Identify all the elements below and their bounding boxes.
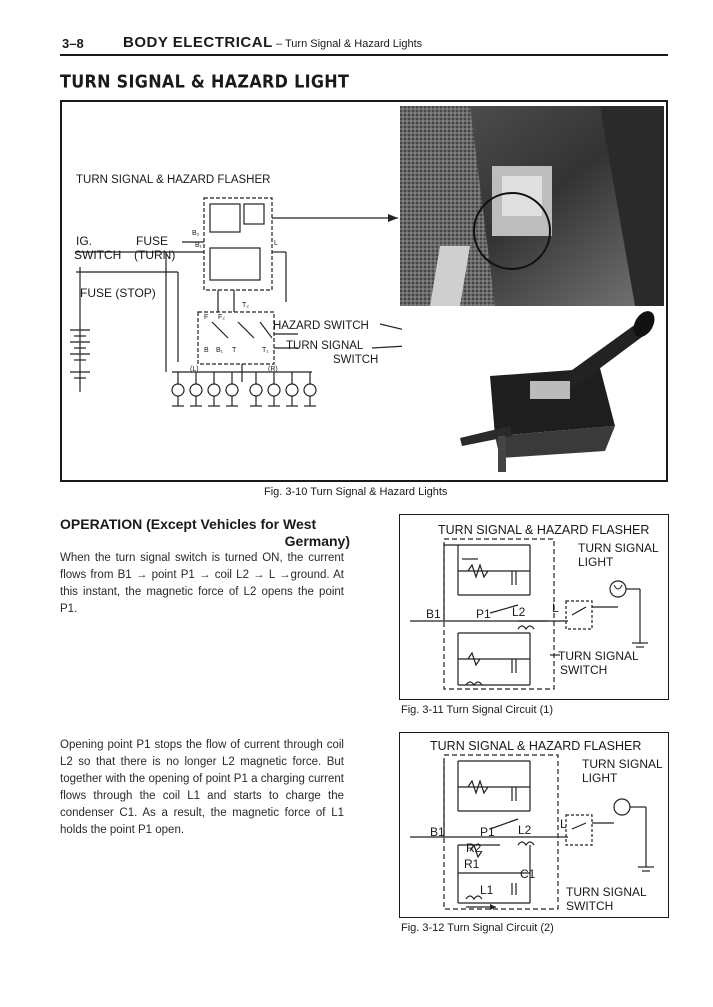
flasher-photo [400,106,664,478]
terminal-b1: B₁ [195,242,203,249]
terminal-t1: T₁ [262,347,269,354]
label-fuse-stop: FUSE (STOP) [80,286,156,300]
turn-signal-circuit-1 [410,538,648,690]
label-left-lamps: (L) [190,366,199,373]
circuit1-switch-label-2: SWITCH [560,663,608,677]
terminal-t2: T₂ [242,302,249,309]
circuit2-switch-label-2: SWITCH [566,899,614,913]
circuit1-l-label: L [552,601,559,615]
circuit2-flasher-label: TURN SIGNAL & HAZARD FLASHER [430,739,642,753]
turn-signal-circuit-2 [410,754,654,910]
figure-3-10: TURN SIGNAL & HAZARD FLASHER IG. FUSE SW… [60,100,668,482]
circuit2-l1-label: L1 [480,883,494,897]
circuit2-p1-label: P1 [480,825,495,839]
page-number: 3–8 [62,36,84,51]
terminal-f: F [204,314,209,321]
label-fuse: FUSE [136,234,169,248]
figure-3-11: TURN SIGNAL & HAZARD FLASHER TURN SIGNAL… [399,514,669,700]
figure-3-11-caption: Fig. 3-11 Turn Signal Circuit (1) [401,704,554,716]
operation-heading: OPERATION (Except Vehicles for West Germ… [60,516,350,550]
terminal-l: L [274,240,278,247]
label-flasher: TURN SIGNAL & HAZARD FLASHER [76,174,271,186]
terminal-f2: F₂ [218,314,225,321]
header-rule [60,54,668,56]
circuit2-switch-label-1: TURN SIGNAL [566,885,647,899]
terminal-b: B [204,347,209,354]
circuit2-light-label-1: TURN SIGNAL [582,757,663,771]
figure-3-10-caption: Fig. 3-10 Turn Signal & Hazard Lights [264,486,448,498]
label-ig: IG. [76,234,93,248]
page-title: TURN SIGNAL & HAZARD LIGHT [60,71,350,92]
section-title: BODY ELECTRICAL [123,34,273,51]
label-turn-signal: TURN SIGNAL [286,340,364,352]
operation-heading-line1: OPERATION (Except Vehicles for West [60,516,317,532]
flasher-wiring-diagram [70,197,402,407]
circuit2-r2-label: R2 [466,841,482,855]
circuit2-b1-label: B1 [430,825,445,839]
circuit2-r1-label: R1 [464,857,480,871]
circuit2-l-label: L [560,817,567,831]
label-turn-signal-switch: SWITCH [333,354,379,366]
terminal-t: T [232,347,237,354]
circuit2-l2-label: L2 [518,823,532,837]
circuit1-flasher-label: TURN SIGNAL & HAZARD FLASHER [438,523,650,537]
circuit1-switch-label-1: TURN SIGNAL [558,649,639,663]
circuit2-c1-label: C1 [520,867,536,881]
terminal-b1-switch: B₁ [216,347,224,354]
label-hazard-switch: HAZARD SWITCH [273,320,369,332]
operation-heading-line2: Germany) [284,533,350,549]
circuit1-l2-label: L2 [512,605,526,619]
label-right-lamps: (R) [268,366,278,373]
circuit1-light-label-2: LIGHT [578,555,614,569]
figure-3-12: TURN SIGNAL & HAZARD FLASHER TURN SIGNAL… [399,732,669,918]
figure-3-12-caption: Fig. 3-12 Turn Signal Circuit (2) [401,922,554,934]
circuit2-light-label-2: LIGHT [582,771,618,785]
terminal-b2: B₂ [192,230,200,237]
circuit1-light-label-1: TURN SIGNAL [578,541,659,555]
circuit1-p1-label: P1 [476,607,491,621]
operation-paragraph-1: When the turn signal switch is turned ON… [60,552,344,615]
operation-paragraph-2: Opening point P1 stops the flow of curre… [60,739,344,836]
circuit1-b1-label: B1 [426,607,441,621]
label-switch: SWITCH [74,248,122,262]
section-subtitle: – Turn Signal & Hazard Lights [276,38,423,50]
label-turn: (TURN) [134,248,176,262]
